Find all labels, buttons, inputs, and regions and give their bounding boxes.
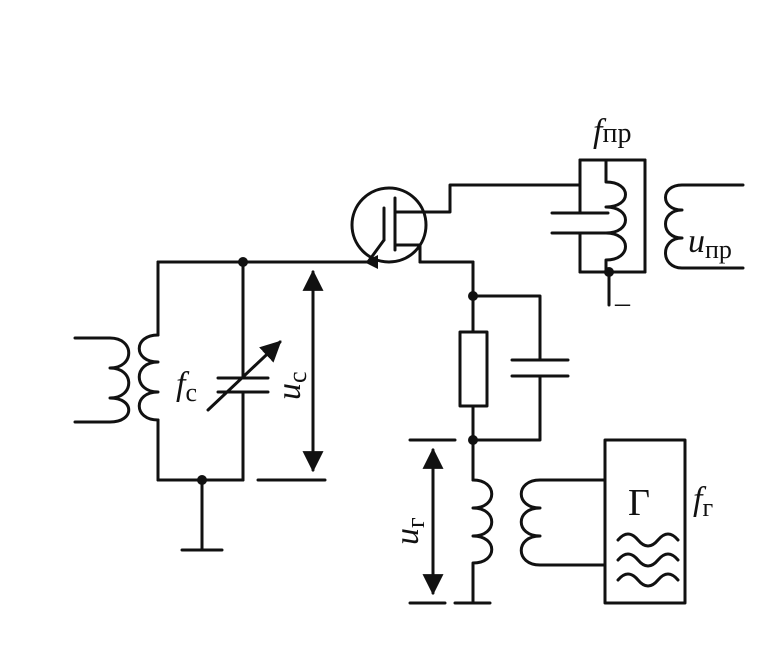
transistor [350,186,428,269]
output-tuned-circuit [550,158,745,307]
source-branch [418,260,607,605]
transistor-body [350,186,428,264]
label-u-g: uг [389,517,430,545]
minus-label: – [614,286,631,319]
output-secondary-coil [664,183,745,270]
input-tuned-circuit [73,257,370,552]
resistor [458,330,489,408]
generator-coupling-coil [519,478,607,567]
signal-voltage-indicator [256,260,330,482]
input-secondary-coil [137,333,160,422]
drain-wire [418,183,582,214]
transistor-gate-arrow [364,255,378,269]
generator-box [603,438,687,605]
sine-wave-icon [616,532,680,548]
bypass-cap-wire-bottom [471,374,542,442]
label-u-if: uпр [688,223,732,264]
label-f-if: fпр [593,113,631,150]
heterodyne-voltage-indicator [408,438,457,605]
generator-label: Г [628,482,650,524]
heterodyne-coil [471,478,494,605]
junction-dot [238,257,248,267]
local-oscillator [603,438,687,605]
input-primary-coil [73,336,131,424]
sine-wave-icon [616,552,680,568]
transistor-gate-lead [366,238,386,264]
label-f-g: fг [693,481,713,522]
varicap-adjust-arrow [206,340,282,412]
bypass-cap-wire-top [471,294,542,362]
output-primary-coil [604,158,627,274]
label-f-s: fс [176,366,197,407]
sine-wave-icon [616,572,680,588]
label-u-s: uс [271,371,312,400]
